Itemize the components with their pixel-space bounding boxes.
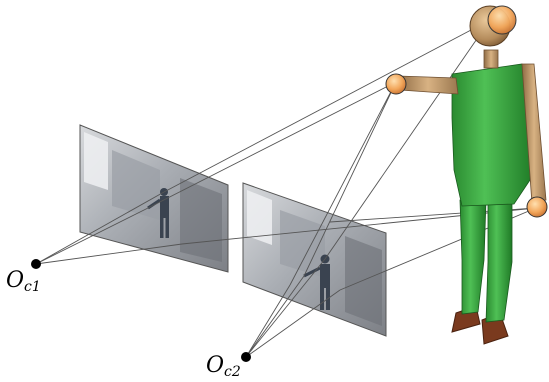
3d-body-model [386,6,547,344]
raised-arm [398,76,458,94]
camera-label-c1: Oc1 [6,270,41,294]
left-leg [460,200,486,314]
hanging-hand-joint-icon [527,197,547,217]
camera-center-1-icon [31,259,41,269]
right-leg [486,196,512,322]
image-plane-1 [80,125,228,272]
raised-hand-joint-icon [386,74,406,94]
camera-label-c2: Oc2 [206,355,241,379]
head-joint-icon [488,6,516,34]
camera-center-2-icon [241,352,251,362]
torso [452,64,534,206]
image-plane-2 [243,183,386,336]
